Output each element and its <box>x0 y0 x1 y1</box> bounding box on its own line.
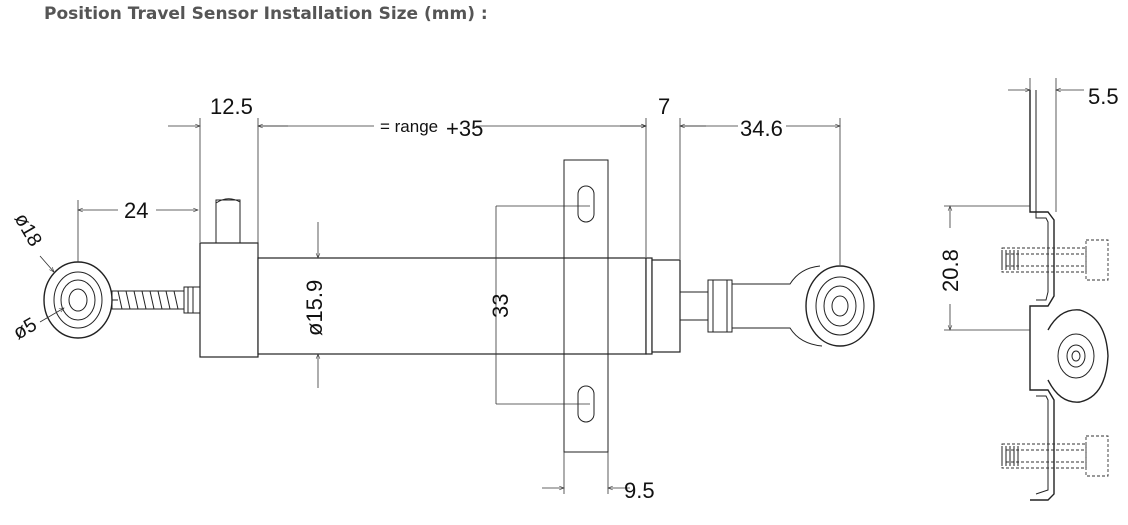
threaded-rod <box>111 286 201 314</box>
dimension-lines <box>39 123 841 491</box>
dim-range-label: = range <box>380 117 438 136</box>
dim-9-5: 9.5 <box>624 478 655 503</box>
sensor-front-view <box>39 118 875 494</box>
extension-lines <box>77 118 841 494</box>
dim-7: 7 <box>658 94 670 119</box>
dim-phi-5: ø5 <box>10 314 41 345</box>
screw-bottom <box>1001 435 1109 477</box>
screw-top <box>1001 239 1109 281</box>
dim-20-8: 20.8 <box>938 249 963 292</box>
dim-phi-18: ø18 <box>10 210 46 251</box>
right-rod-end <box>679 265 875 347</box>
bracket-side-view <box>944 78 1109 501</box>
dim-24: 24 <box>124 198 148 223</box>
dim-phi-15-9: ø15.9 <box>302 280 327 336</box>
sensor-body <box>257 257 681 355</box>
dim-33: 33 <box>488 294 513 318</box>
dim-range-plus: +35 <box>446 116 483 141</box>
dim-34-6: 34.6 <box>740 116 783 141</box>
end-cap <box>199 198 259 358</box>
left-rod-end-eye <box>43 261 118 339</box>
dim-12-5: 12.5 <box>210 94 253 119</box>
dim-5-5: 5.5 <box>1088 84 1119 109</box>
page-title: Position Travel Sensor Installation Size… <box>44 4 488 24</box>
